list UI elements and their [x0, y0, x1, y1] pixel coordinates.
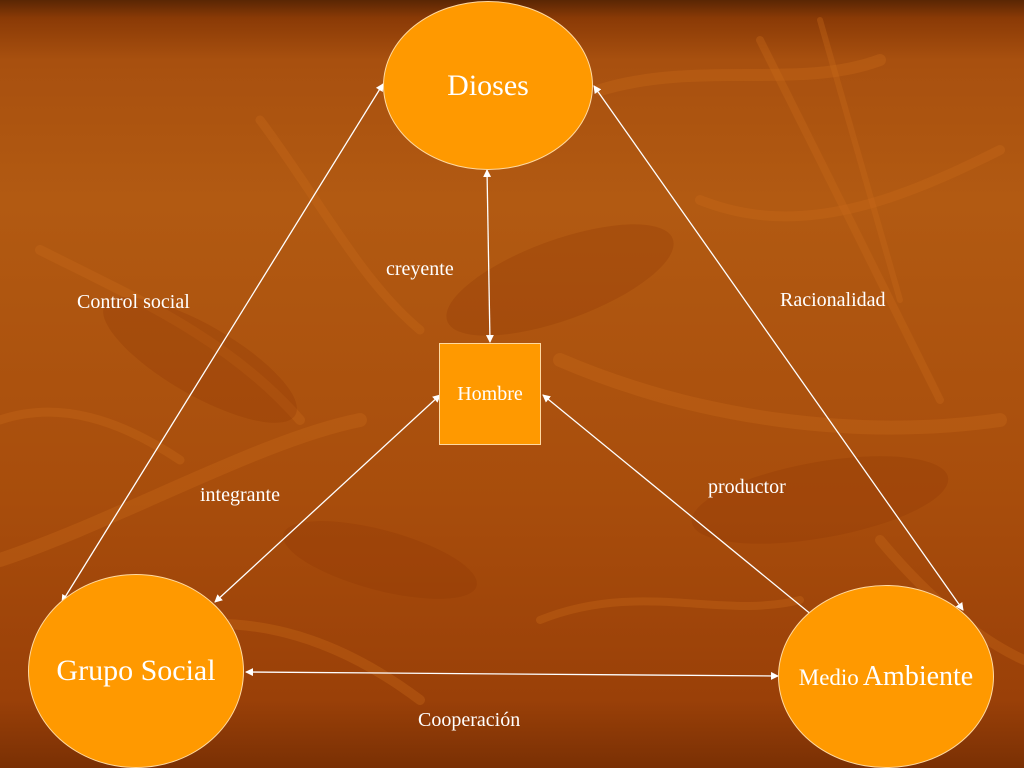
label-racionalidad: Racionalidad	[780, 289, 886, 311]
label-creyente: creyente	[386, 258, 454, 280]
arrow-hombre-medio	[542, 394, 819, 621]
node-medio-label: Medio	[798, 664, 859, 690]
label-productor: productor	[708, 476, 786, 498]
label-cooperacion: Cooperación	[418, 709, 521, 731]
arrow-dioses-hombre	[483, 169, 494, 343]
node-grupo-social: Grupo Social	[28, 574, 244, 768]
node-ambiente-label: Ambiente	[862, 660, 974, 692]
label-control-social: Control social	[77, 291, 190, 313]
node-medio-ambiente-label: Medio Ambiente	[799, 661, 973, 693]
node-hombre-label: Hombre	[457, 382, 523, 405]
arrow-hombre-grupo	[214, 394, 441, 603]
node-grupo-social-label: Grupo Social	[56, 654, 216, 687]
node-dioses: Dioses	[383, 1, 593, 170]
node-hombre: Hombre	[439, 343, 541, 445]
arrow-dioses-medio	[593, 85, 964, 611]
label-integrante: integrante	[200, 484, 280, 506]
node-dioses-label: Dioses	[447, 68, 529, 102]
arrow-grupo-dioses	[61, 83, 384, 603]
node-medio-ambiente: Medio Ambiente	[778, 585, 994, 768]
arrow-grupo-medio	[245, 668, 779, 680]
